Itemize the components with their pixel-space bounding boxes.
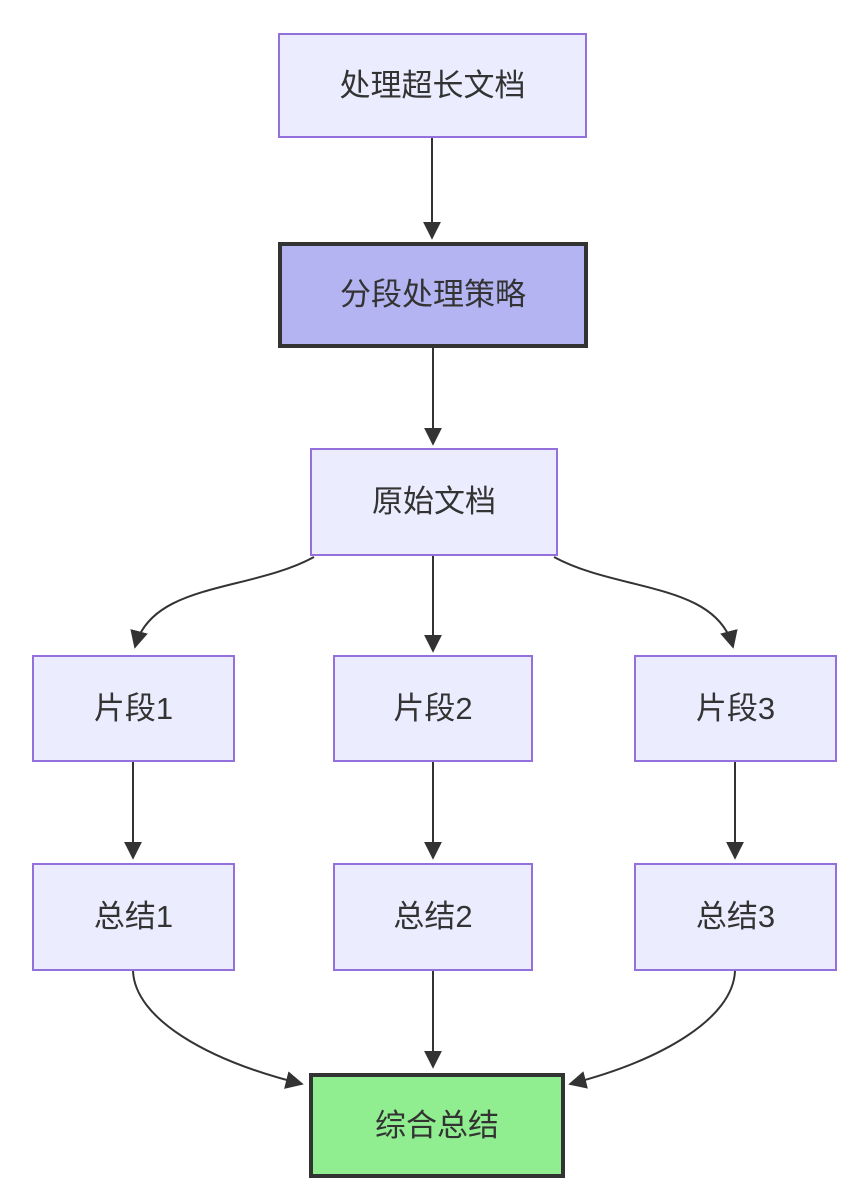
node-original-document: 原始文档 [310, 448, 558, 556]
node-label: 片段3 [695, 690, 776, 726]
node-fragment-1: 片段1 [32, 655, 235, 762]
node-label: 总结2 [393, 899, 473, 935]
node-label: 总结1 [93, 899, 174, 935]
node-label: 片段2 [393, 690, 473, 726]
node-summary-2: 总结2 [333, 863, 533, 971]
node-fragment-3: 片段3 [634, 655, 837, 762]
node-process-long-document: 处理超长文档 [278, 33, 587, 138]
node-summary-1: 总结1 [32, 863, 235, 971]
node-combined-summary: 综合总结 [309, 1073, 565, 1178]
node-label: 综合总结 [375, 1107, 499, 1143]
node-summary-3: 总结3 [634, 863, 837, 971]
edge-original-to-fragment-3 [553, 556, 738, 649]
node-label: 总结3 [695, 899, 776, 935]
node-label: 分段处理策略 [340, 277, 526, 313]
node-segmentation-strategy: 分段处理策略 [278, 242, 588, 348]
node-label: 原始文档 [372, 484, 496, 520]
edge-summary-1-to-combined [132, 970, 304, 1089]
node-fragment-2: 片段2 [333, 655, 533, 762]
node-label: 片段1 [93, 690, 174, 726]
edge-original-to-fragment-1 [130, 556, 315, 649]
edge-summary-3-to-combined [568, 970, 736, 1089]
node-label: 处理超长文档 [339, 67, 526, 103]
